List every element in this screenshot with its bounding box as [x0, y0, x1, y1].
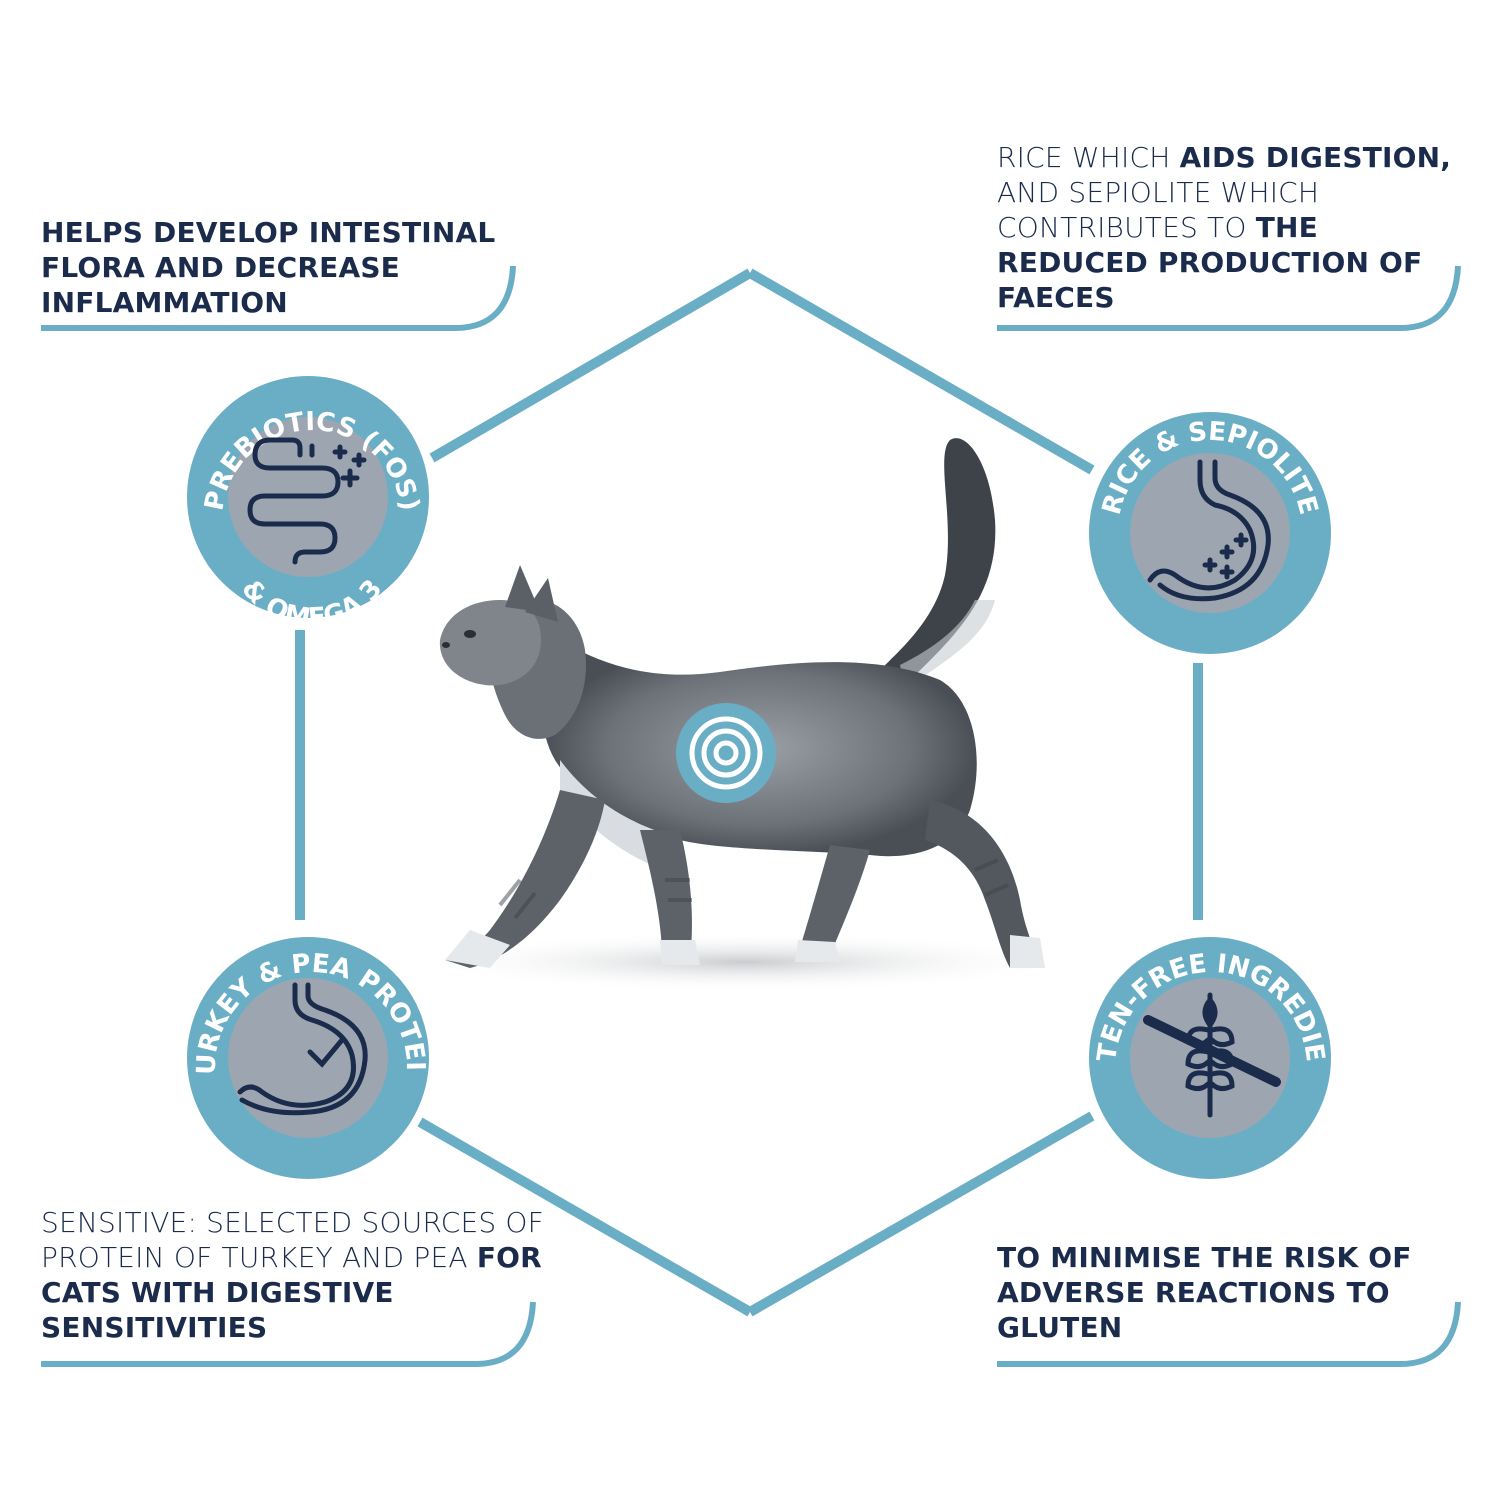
caption-text: TO MINIMISE THE RISK OF ADVERSE REACTION… [997, 1241, 1412, 1344]
hex-edge-bottom-right [747, 1111, 1095, 1317]
underline-bottom-right [997, 1301, 1461, 1367]
stomach-icon [1147, 459, 1271, 602]
caption-sensitive-protein: SENSITIVE: SELECTED SOURCES OF PROTEIN O… [41, 1205, 561, 1345]
hexagon-frame [295, 268, 1203, 1317]
caption-text: RICE WHICH [997, 141, 1180, 174]
walking-cat [439, 438, 1045, 968]
intestine-icon [247, 437, 367, 565]
target-icon [676, 703, 776, 803]
hex-edge-top-left [429, 268, 753, 463]
hex-edge-top-right [747, 268, 1095, 475]
caption-text: SENSITIVE: SELECTED SOURCES OF PROTEIN O… [41, 1206, 544, 1274]
caption-text: THE REDUCED PRODUCTION OF FAECES [997, 211, 1423, 314]
caption-underlines [41, 265, 1461, 1367]
caption-intestinal-flora: HELPS DEVELOP INTESTINAL FLORA AND DECRE… [41, 215, 511, 320]
badge-prebiotics: PREBIOTICS (FOS) & OMEGA 3 [187, 376, 429, 634]
underline-top-left [41, 265, 516, 331]
badge-rice-sepiolite: RICE & SEPIOLITE [1089, 412, 1331, 654]
underline-bottom-left [41, 1301, 536, 1367]
caption-text: AND SEPIOLITE WHICH CONTRIBUTES TO [997, 176, 1320, 244]
caption-gluten-risk: TO MINIMISE THE RISK OF ADVERSE REACTION… [997, 1240, 1467, 1345]
caption-text: AIDS DIGESTION, [1179, 141, 1452, 174]
wheat-crossed-icon [1143, 992, 1281, 1118]
cat-shadow [415, 932, 1075, 992]
caption-text: FOR CATS WITH DIGESTIVE SENSITIVITIES [41, 1241, 542, 1344]
hex-edge-bottom-left [417, 1117, 753, 1317]
caption-text: HELPS DEVELOP INTESTINAL FLORA AND DECRE… [41, 216, 496, 319]
underline-top-right [997, 265, 1461, 331]
caption-rice-sepiolite: RICE WHICH AIDS DIGESTION, AND SEPIOLITE… [997, 140, 1467, 315]
stomach-check-icon [237, 982, 368, 1116]
